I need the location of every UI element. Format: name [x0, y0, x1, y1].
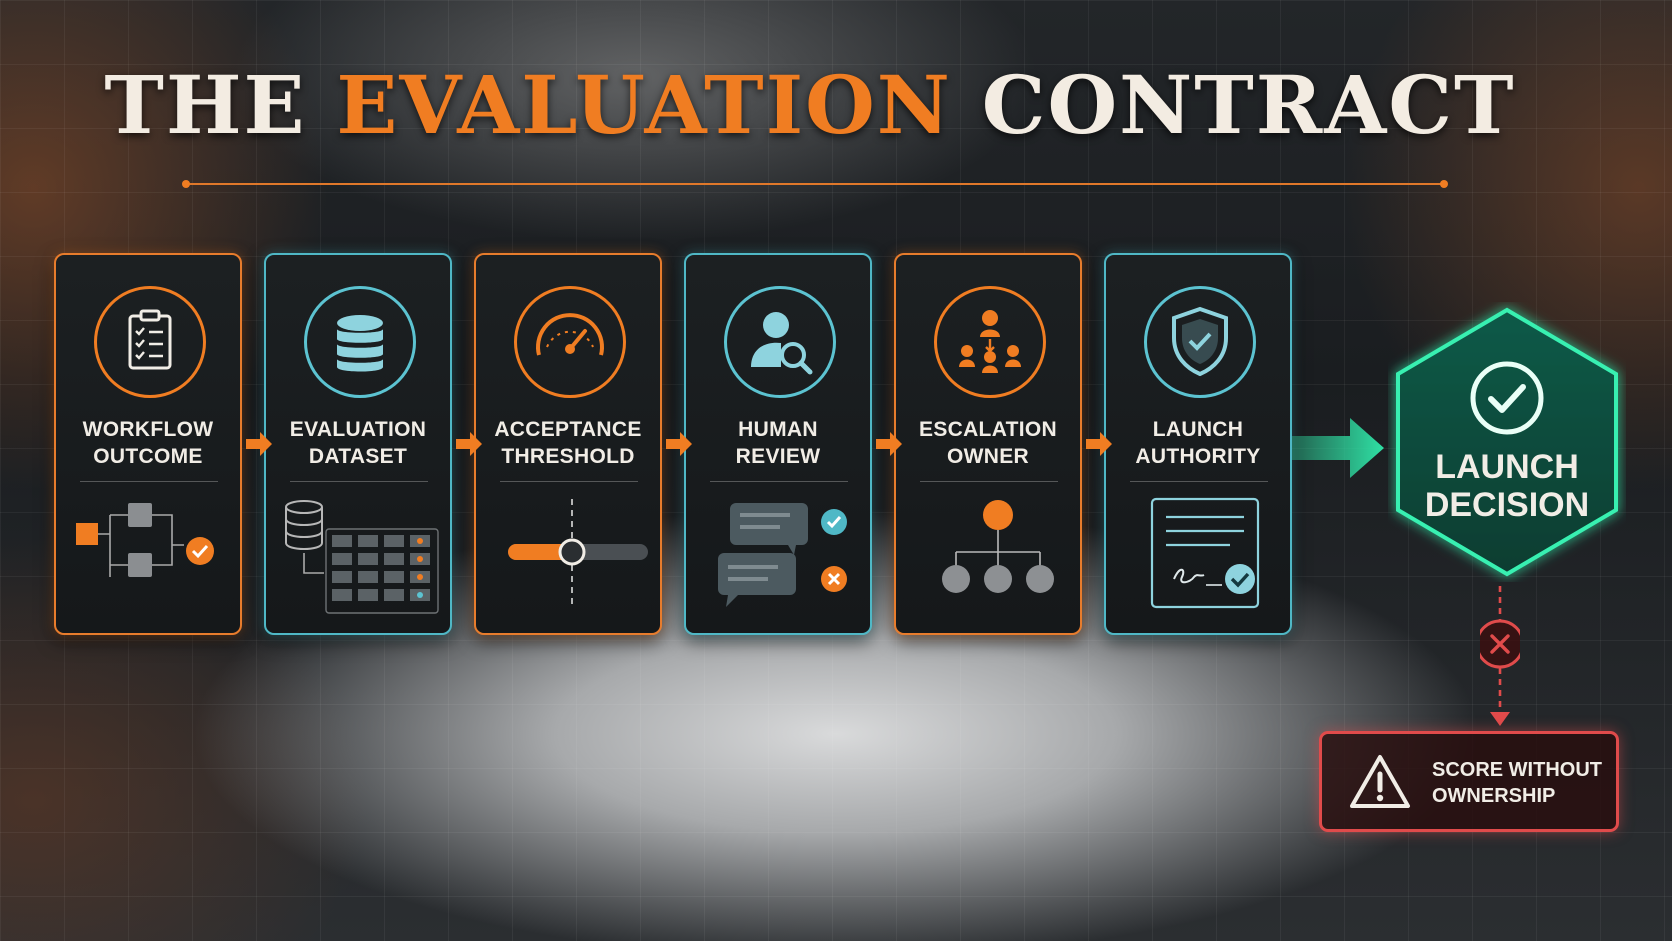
flow-arrow [1086, 432, 1112, 456]
card-divider [710, 481, 848, 482]
launch-arrow [1292, 418, 1384, 478]
card-divider [290, 481, 428, 482]
org-chart-illustration [942, 500, 1054, 593]
speedometer-gauge-icon [514, 286, 626, 398]
title-part-2: CONTRACT [981, 58, 1516, 152]
warning-triangle-icon [1350, 755, 1410, 808]
card-divider [500, 481, 638, 482]
title-underline [182, 180, 1448, 188]
flow-arrow [876, 432, 902, 456]
shield-check-icon [1144, 286, 1256, 398]
threshold-slider-illustration [508, 499, 648, 605]
flow-arrow [246, 432, 272, 456]
flow-arrow [666, 432, 692, 456]
flow-arrow [456, 432, 482, 456]
clipboard-checklist-icon [94, 286, 206, 398]
launch-decision-hexagon [1396, 307, 1618, 577]
dataset-illustration [285, 500, 439, 614]
card-divider [920, 481, 1058, 482]
page-title: THE EVALUATION CONTRACT [0, 58, 1620, 152]
title-part-1: THE [104, 58, 307, 152]
rejection-path [1480, 586, 1520, 726]
workflow-illustration [76, 503, 214, 577]
title-accent: EVALUATION [336, 58, 952, 152]
card-divider [1130, 481, 1268, 482]
card-divider [80, 481, 218, 482]
database-icon [304, 286, 416, 398]
review-comments-illustration [718, 503, 847, 607]
org-hierarchy-icon [934, 286, 1046, 398]
check-circle-icon [1470, 361, 1544, 435]
person-magnifier-icon [724, 286, 836, 398]
signed-document-illustration [1150, 497, 1260, 609]
